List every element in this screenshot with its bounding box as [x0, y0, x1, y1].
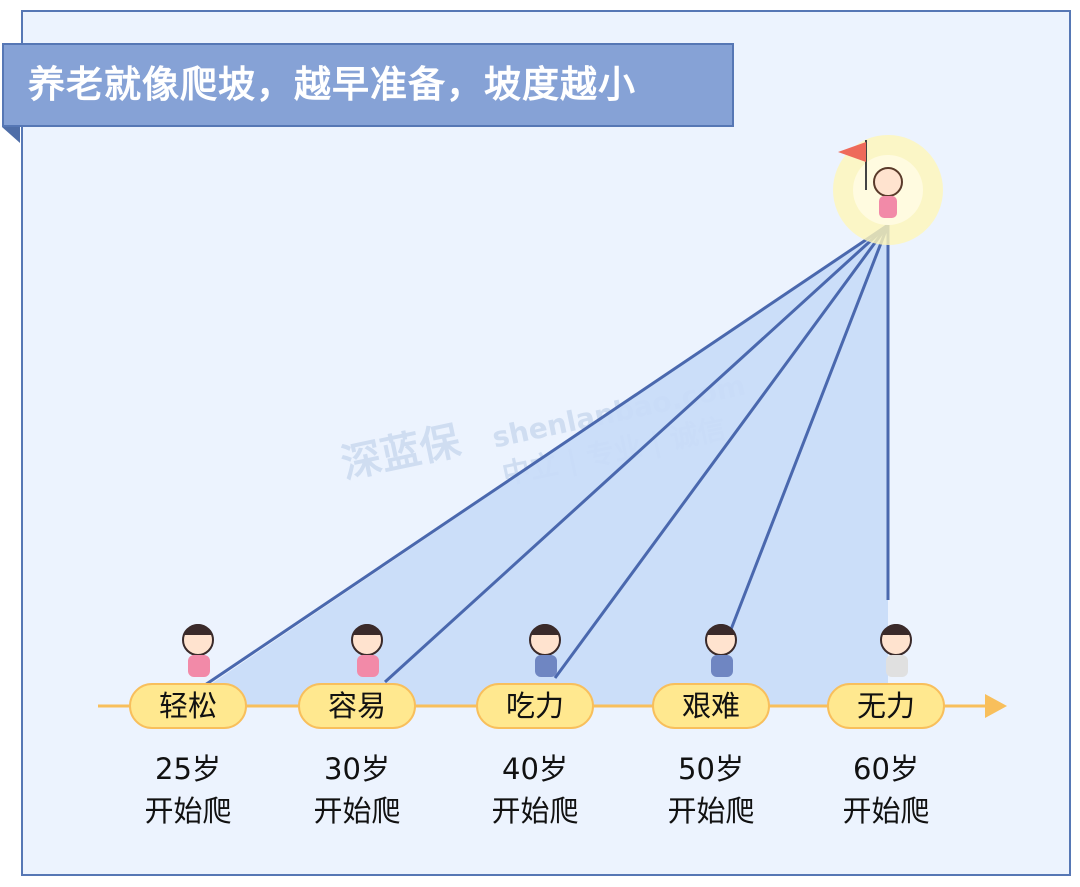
stage-age: 40岁开始爬 [465, 748, 605, 832]
action-text: 开始爬 [144, 794, 232, 828]
stage-label: 容易 [298, 683, 416, 729]
stage-label: 吃力 [476, 683, 594, 729]
climber-figure [351, 624, 383, 677]
stage-label: 艰难 [652, 683, 770, 729]
banner-fold [2, 127, 20, 143]
slope-line [204, 223, 889, 687]
stage-age: 30岁开始爬 [287, 748, 427, 832]
stage-age: 50岁开始爬 [641, 748, 781, 832]
stage-age: 60岁开始爬 [816, 748, 956, 832]
axis-arrow-icon [985, 694, 1007, 718]
action-text: 开始爬 [491, 794, 579, 828]
stage-age: 25岁开始爬 [118, 748, 258, 832]
age-text: 60岁 [853, 752, 919, 786]
age-text: 50岁 [678, 752, 744, 786]
climber-figure [529, 624, 561, 677]
slope-line [553, 224, 890, 679]
age-text: 25岁 [155, 752, 221, 786]
age-text: 30岁 [324, 752, 390, 786]
summit-figure [833, 135, 943, 245]
action-text: 开始爬 [842, 794, 930, 828]
action-text: 开始爬 [667, 794, 755, 828]
flag-icon [838, 142, 866, 162]
climber-figure [182, 624, 214, 677]
stage-label: 无力 [827, 683, 945, 729]
slope-line [383, 223, 890, 684]
slope-area [205, 225, 888, 705]
page-title: 养老就像爬坡，越早准备，坡度越小 [28, 63, 636, 106]
climber-figure [705, 624, 737, 677]
age-text: 40岁 [502, 752, 568, 786]
title-banner: 养老就像爬坡，越早准备，坡度越小 [2, 43, 734, 127]
action-text: 开始爬 [313, 794, 401, 828]
stage-label: 轻松 [129, 683, 247, 729]
climber-figure [880, 624, 912, 677]
slope-line [728, 224, 890, 633]
